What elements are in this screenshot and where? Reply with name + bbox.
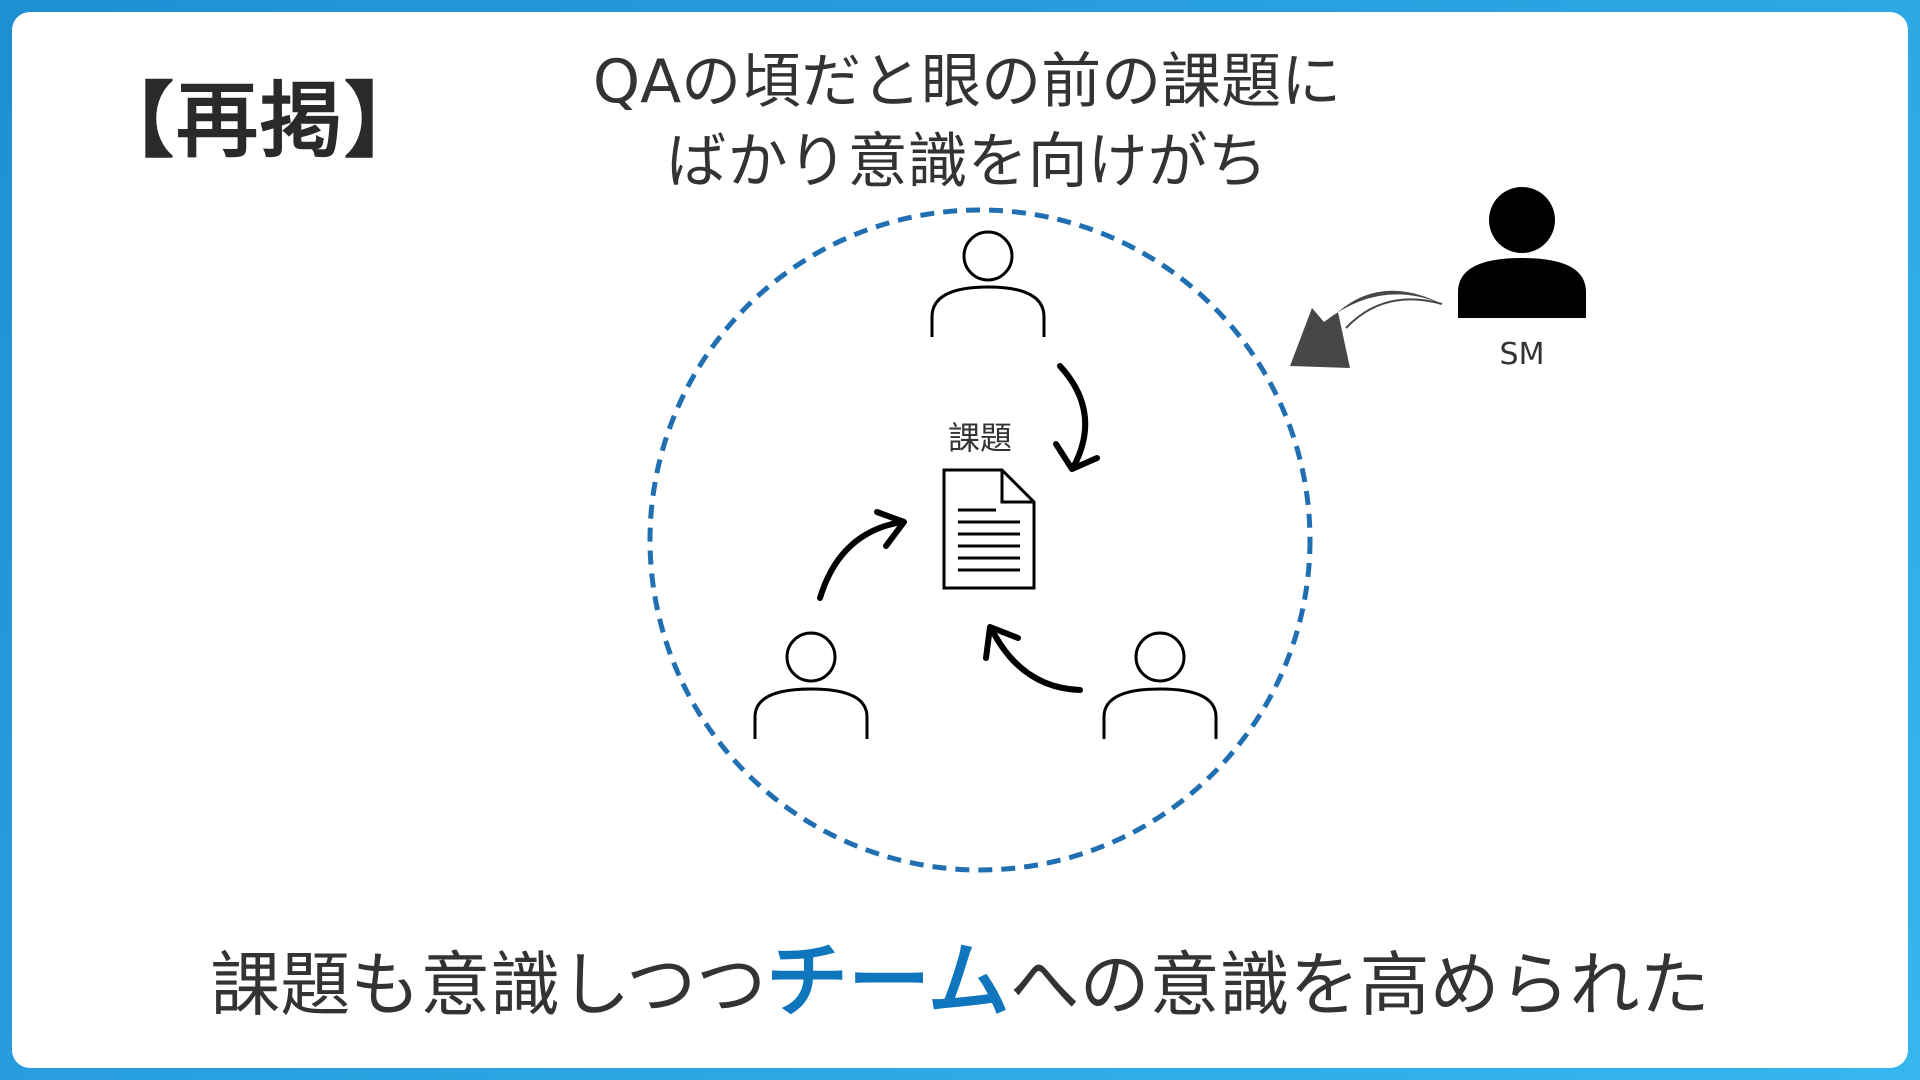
conclusion-highlight-team: チーム <box>766 934 1010 1029</box>
conclusion-before: 課題も意識しつつ <box>210 944 767 1026</box>
cycle-arrow-top <box>1053 363 1100 472</box>
scrum-master-icon <box>1458 187 1586 318</box>
headline-line-2: ばかり意識を向けがち <box>666 127 1268 197</box>
conclusion-text: 課題も意識しつつチームへの意識を高められた <box>12 914 1908 1033</box>
team-boundary-circle <box>647 207 1313 873</box>
sm-influence-arrow <box>1290 290 1443 368</box>
team-member-icon-right <box>1102 631 1218 739</box>
team-member-icon-left <box>753 631 869 739</box>
scrum-master-label: SM <box>1500 337 1545 372</box>
cycle-arrow-left <box>817 509 907 601</box>
team-member-icon-top <box>930 230 1046 337</box>
document-icon <box>942 468 1036 590</box>
cycle-arrow-right <box>983 624 1083 693</box>
repost-badge: 【再掲】 <box>92 74 429 169</box>
headline-line-1: QAの頃だと眼の前の課題に <box>592 47 1342 117</box>
headline: QAの頃だと眼の前の課題に ばかり意識を向けがち <box>372 42 1562 202</box>
team-diagram: 課題 SM <box>647 187 1586 873</box>
conclusion-after: への意識を高められた <box>1009 944 1710 1026</box>
issue-label: 課題 <box>948 419 1012 457</box>
slide: 【再掲】 QAの頃だと眼の前の課題に ばかり意識を向けがち 課題 <box>12 12 1908 1068</box>
